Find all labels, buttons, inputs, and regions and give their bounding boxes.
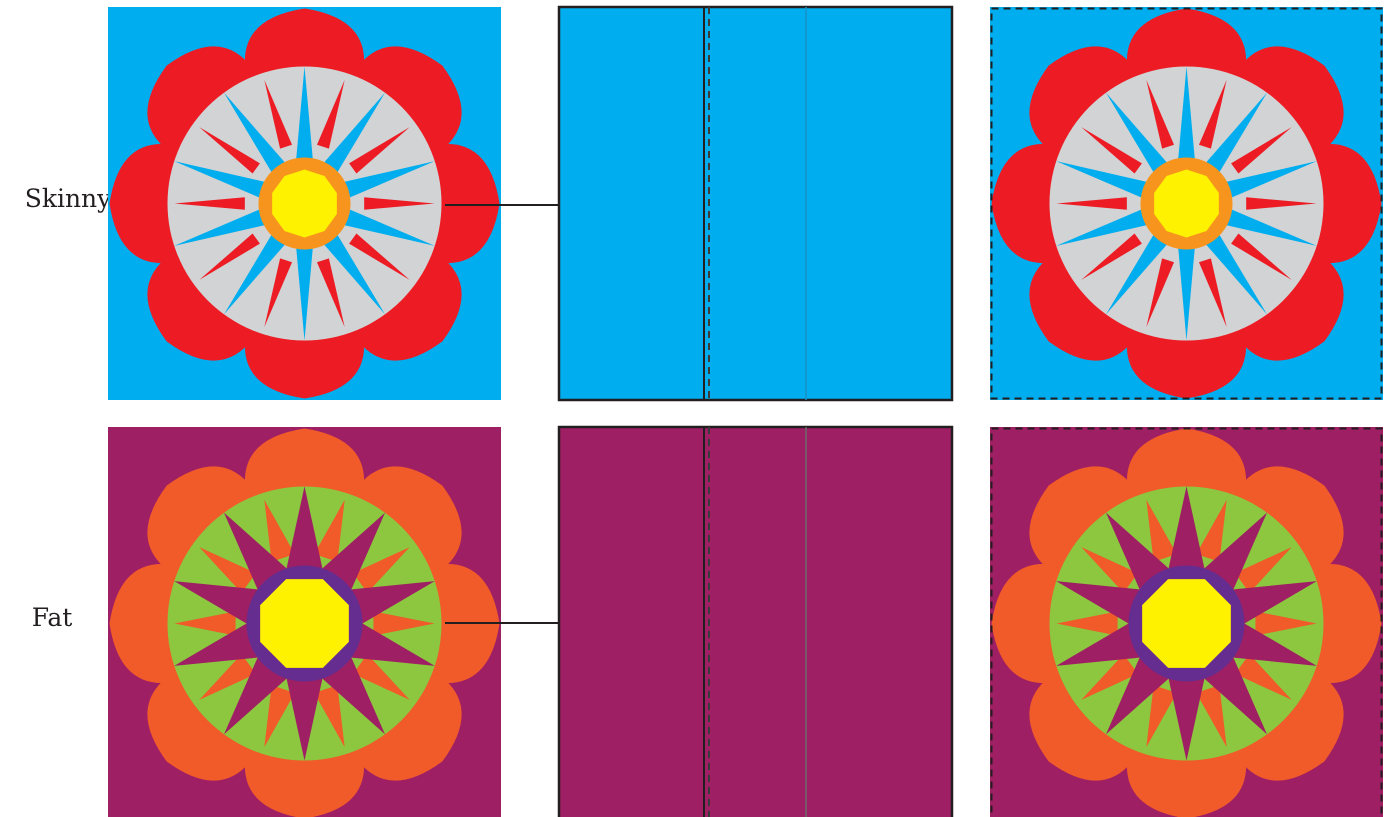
original-block-fat	[108, 427, 501, 817]
folded-background-skinny	[559, 7, 952, 400]
center-polygon	[260, 579, 349, 668]
row-fat: Fat	[32, 427, 1383, 817]
row-skinny: Skinny	[25, 7, 1383, 400]
finished-block-fat	[990, 427, 1383, 817]
center-polygon	[1142, 579, 1231, 668]
row-label-fat: Fat	[32, 603, 73, 632]
center-polygon	[1154, 170, 1219, 238]
folded-fabric	[559, 7, 952, 400]
original-block-skinny	[108, 7, 501, 400]
folded-background-fat	[559, 427, 952, 817]
finished-block-skinny	[990, 7, 1383, 400]
center-polygon	[272, 170, 337, 238]
row-label-skinny: Skinny	[25, 184, 112, 213]
folded-fabric	[559, 427, 952, 817]
